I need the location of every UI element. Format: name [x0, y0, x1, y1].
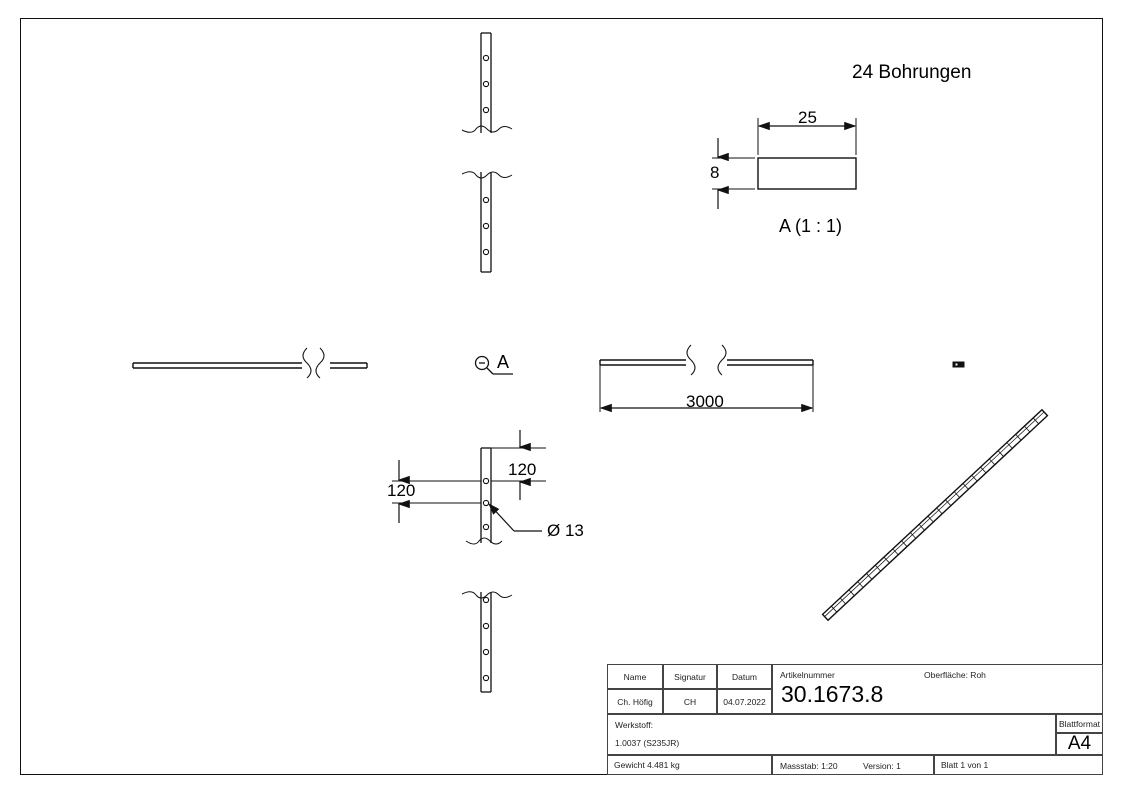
dim-hole-diameter: Ø 13 — [547, 521, 584, 540]
view-front-second-fragment — [461, 171, 513, 273]
tb-header-werkstoff: Werkstoff: — [615, 720, 653, 730]
tb-header-oberflaeche: Oberfläche: Roh — [924, 670, 986, 680]
dim-height-8: 8 — [710, 163, 720, 182]
tb-value-blattformat: A4 — [1056, 733, 1103, 755]
detail-a-section — [712, 118, 857, 209]
title-block: Name Signatur Datum Ch. Höfig CH 04.07.2… — [607, 664, 1103, 775]
dim-width-25: 25 — [798, 108, 817, 127]
tb-value-signatur: CH — [663, 689, 717, 714]
tb-header-signatur: Signatur — [663, 664, 717, 689]
tb-value-version: Version: 1 — [863, 761, 901, 771]
view-length-3000 — [599, 344, 814, 413]
dim-pitch-left-120: 120 — [387, 481, 416, 500]
view-isometric — [821, 408, 1049, 622]
tb-article-block: Artikelnummer Oberfläche: Roh 30.1673.8 — [772, 664, 1103, 714]
tb-value-datum: 04.07.2022 — [717, 689, 772, 714]
detail-a-title: A (1 : 1) — [779, 216, 843, 236]
tb-header-artikelnummer: Artikelnummer — [780, 670, 835, 680]
tb-value-werkstoff: 1.0037 (S235JR) — [615, 738, 680, 748]
holes-note: 24 Bohrungen — [852, 62, 972, 83]
tb-value-artikelnummer: 30.1673.8 — [781, 681, 884, 707]
view-top-edge — [132, 347, 368, 379]
tb-value-gewicht: Gewicht 4.481 kg — [607, 755, 772, 775]
tb-scale-version-cell: Massstab: 1:20 Version: 1 — [772, 755, 934, 775]
tb-value-massstab: Massstab: 1:20 — [780, 761, 838, 771]
sheet-border — [20, 18, 1103, 775]
view-front-lower-fragment — [461, 591, 513, 693]
tb-value-blatt: Blatt 1 von 1 — [934, 755, 1103, 775]
detail-callout-label: A — [497, 352, 510, 372]
detail-callout-magnifier — [474, 355, 513, 375]
view-end-section-small — [952, 361, 965, 368]
tb-header-name: Name — [607, 664, 663, 689]
tb-header-blattformat: Blattformat — [1056, 714, 1103, 733]
dim-pitch-right-120: 120 — [508, 460, 537, 479]
tb-werkstoff-block: Werkstoff: 1.0037 (S235JR) — [607, 714, 1056, 755]
view-hole-spacing — [392, 430, 546, 545]
view-front-upper-fragment — [461, 32, 513, 133]
tb-header-datum: Datum — [717, 664, 772, 689]
dim-length-3000: 3000 — [686, 392, 724, 411]
tb-value-name: Ch. Höfig — [607, 689, 663, 714]
